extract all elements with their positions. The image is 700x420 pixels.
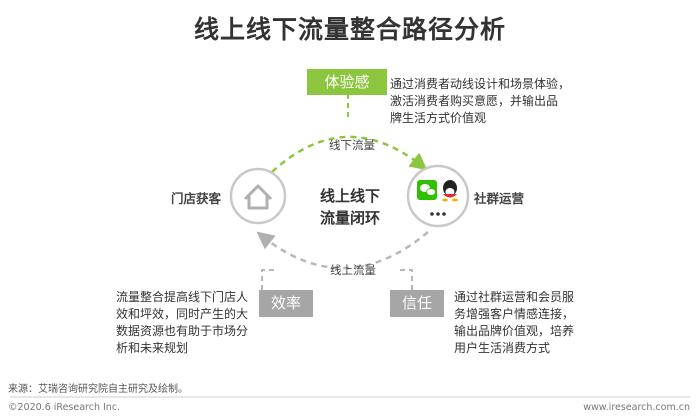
- online-flow-label: 线上流量: [330, 263, 376, 277]
- page-title: 线上线下流量整合路径分析: [193, 15, 506, 44]
- offline-flow-label: 线下流量: [329, 138, 375, 152]
- qq-icon: [442, 180, 458, 202]
- description-trust: 通过社群运营和会员服 务增强客户情感连接， 输出品牌价值观，培养 用户生活消费方…: [454, 290, 575, 355]
- store-node: [229, 167, 287, 225]
- wechat-icon: [417, 180, 437, 200]
- description-efficiency: 流量整合提高线下门店人 效和坪效，同时产生的大 数据资源也有助于市场分 析和未来…: [116, 290, 249, 355]
- store-label: 门店获客: [171, 191, 222, 206]
- trust-connector: [398, 269, 413, 290]
- community-node: [406, 164, 470, 228]
- tag-efficiency: 效率: [259, 290, 313, 317]
- tag-trust: 信任: [390, 290, 444, 317]
- footer-website: www.iresearch.com.cn: [583, 402, 690, 413]
- description-experience: 通过消费者动线设计和场景体验， 激活消费者购买意愿，并输出品 牌生活方式价值观: [390, 77, 571, 125]
- house-icon: [243, 184, 273, 210]
- more-dots-icon: [430, 212, 446, 216]
- online-flow-arc: [256, 231, 429, 270]
- center-loop-text: 线上线下 流量闭环: [319, 187, 380, 227]
- tag-experience: 体验感: [307, 69, 387, 95]
- community-label: 社群运营: [474, 191, 525, 206]
- offline-flow-arc: [271, 135, 428, 173]
- efficiency-connector: [261, 269, 275, 290]
- source-note: 来源：艾瑞咨询研究院自主研究及绘制。: [8, 384, 188, 395]
- footer-copyright: ©2020.6 iResearch Inc.: [8, 402, 121, 413]
